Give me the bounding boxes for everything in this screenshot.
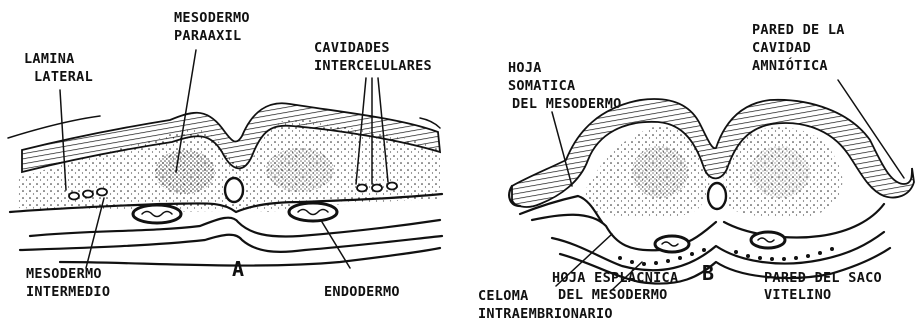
label-somatica: SOMATICA: [508, 78, 575, 94]
figure-a: LAMINA LATERAL MESODERMO PARAAXIL CAVIDA…: [8, 10, 442, 300]
label-del-mesodermo-esplacnica: DEL MESODERMO: [558, 287, 668, 303]
label-amniotica: AMNIÓTICA: [752, 56, 828, 74]
fig-b-paraxial-left: [632, 146, 688, 198]
label-celoma: CELOMA: [478, 288, 529, 304]
figure-a-letter: A: [232, 257, 244, 281]
label-intraembrionario: INTRAEMBRIONARIO: [478, 306, 613, 322]
fig-a-paraxial-left: [155, 150, 215, 194]
fig-a-paraxial-right: [266, 148, 334, 192]
fig-b-notochord: [708, 183, 726, 209]
fig-a-endoderm-outer: [30, 218, 440, 237]
label-paraaxil: PARAAXIL: [174, 28, 241, 44]
label-mesodermo-paraaxil: MESODERMO: [174, 10, 250, 26]
label-intermedio: INTERMEDIO: [26, 284, 110, 300]
fig-b-aorta-left: [655, 236, 689, 252]
label-lateral: LATERAL: [34, 69, 93, 85]
label-del-mesodermo-somatica: DEL MESODERMO: [512, 96, 622, 112]
label-vitelino: VITELINO: [764, 287, 831, 303]
label-hoja: HOJA: [508, 60, 542, 76]
fig-a-aorta-right: [289, 203, 337, 221]
label-endodermo: ENDODERMO: [324, 284, 400, 300]
figure-b-letter: B: [702, 261, 714, 285]
label-cavidades: CAVIDADES: [314, 40, 390, 56]
label-pared-del-saco: PARED DEL SACO: [764, 270, 882, 286]
fig-b-paraxial-right: [750, 146, 810, 198]
label-lamina: LAMINA: [24, 51, 75, 67]
fig-b-aorta-right: [751, 232, 785, 248]
fig-a-yolk-line: [60, 248, 440, 266]
fig-a-cavities-right: [357, 183, 397, 192]
label-pared-de-la: PARED DE LA: [752, 22, 845, 38]
figure-b: HOJA SOMATICA DEL MESODERMO PARED DE LA …: [478, 22, 914, 322]
fig-a-notochord: [225, 178, 243, 202]
fig-a-aorta-left: [133, 205, 181, 223]
label-hoja-esplacnica: HOJA ESPLÁCNICA: [552, 269, 678, 286]
label-intercelulares: INTERCELULARES: [314, 58, 432, 74]
label-cavidad: CAVIDAD: [752, 40, 811, 56]
fig-a-endoderm-inner: [20, 235, 442, 252]
label-mesodermo-intermedio: MESODERMO: [26, 266, 102, 282]
